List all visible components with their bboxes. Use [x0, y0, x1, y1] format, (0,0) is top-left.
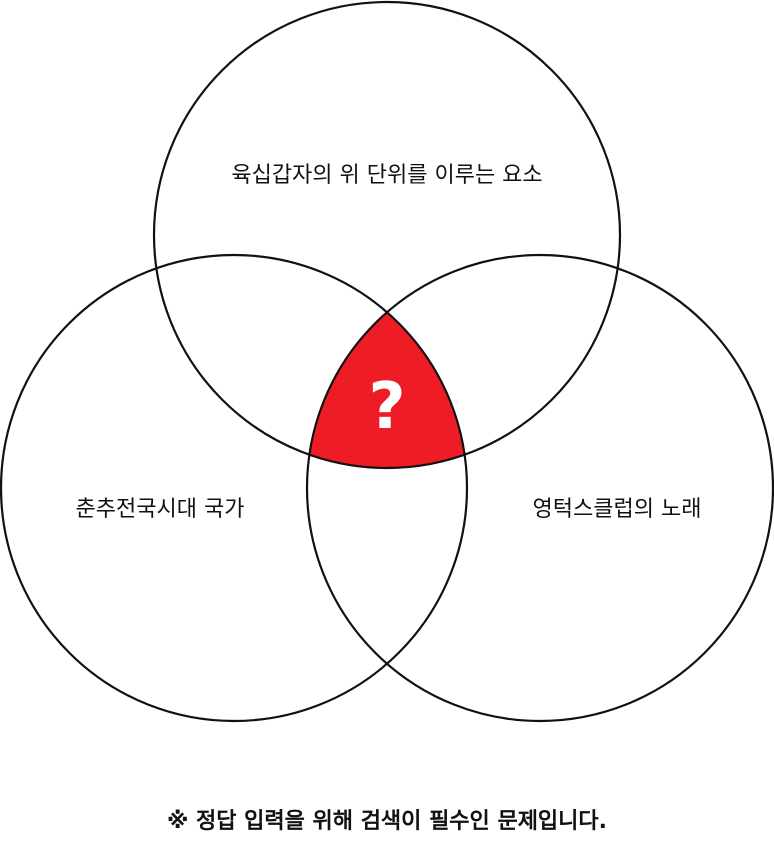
top-set-label: 육십갑자의 위 단위를 이루는 요소	[231, 163, 542, 188]
left-set-label: 춘추전국시대 국가	[76, 497, 245, 522]
center-intersection-region[interactable]	[308, 313, 465, 469]
right-circle	[305, 253, 774, 723]
top-circle	[152, 0, 622, 470]
question-mark-symbol: ?	[368, 370, 405, 444]
footer-note: ※ 정답 입력을 위해 검색이 필수인 문제입니다.	[166, 809, 608, 834]
left-circle	[0, 253, 469, 723]
right-set-label: 영턱스클럽의 노래	[533, 497, 702, 522]
